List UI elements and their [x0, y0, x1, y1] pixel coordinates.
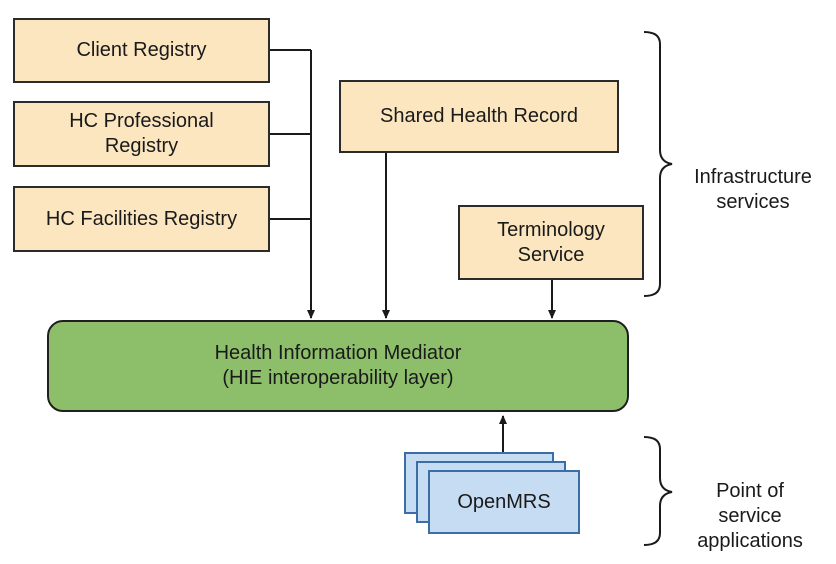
terminology-service-label: Terminology Service [497, 218, 605, 266]
terminology-service-box: Terminology Service [458, 205, 644, 280]
infrastructure-services-label: Infrastructure services [694, 166, 812, 213]
client-registry-box: Client Registry [13, 18, 270, 83]
hc-facilities-registry-box: HC Facilities Registry [13, 186, 270, 252]
mediator-subtitle: (HIE interoperability layer) [222, 367, 454, 389]
shared-health-record-label: Shared Health Record [380, 105, 578, 127]
point-of-service-brace [643, 436, 673, 546]
shared-health-record-box: Shared Health Record [339, 80, 619, 153]
mediator-title: Health Information Mediator [214, 342, 462, 364]
hc-professional-registry-box: HC Professional Registry [13, 101, 270, 167]
hc-professional-registry-label: HC Professional Registry [69, 110, 214, 157]
openmrs-label: OpenMRS [457, 490, 551, 513]
point-of-service-label: Point of service applications [697, 480, 803, 552]
health-information-mediator-box: Health Information Mediator (HIE interop… [47, 320, 629, 412]
hc-facilities-registry-label: HC Facilities Registry [45, 207, 238, 230]
infrastructure-brace [643, 31, 673, 297]
openmrs-box: OpenMRS [428, 470, 580, 534]
client-registry-label: Client Registry [76, 39, 207, 61]
